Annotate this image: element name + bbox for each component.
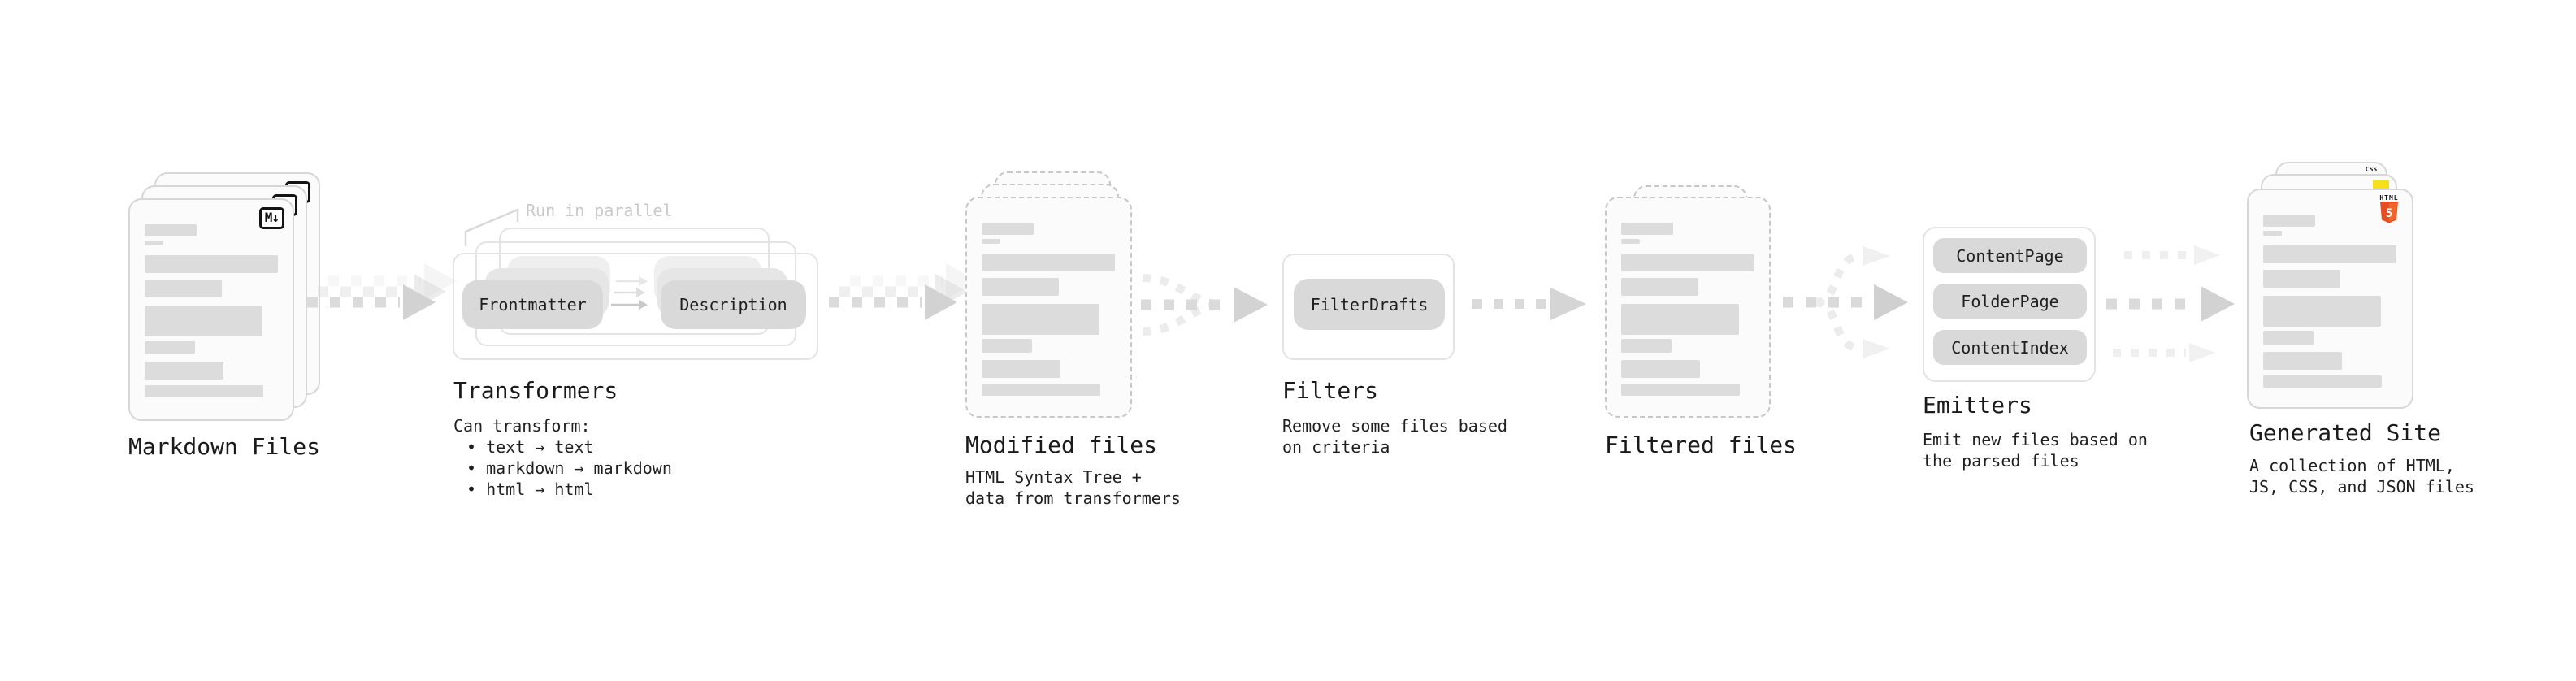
transformers-desc-line: Can transform:: [453, 416, 591, 436]
filtered-file-card-front: [1605, 197, 1771, 418]
placeholder-bar: [2263, 231, 2282, 236]
markdown-files-title: Markdown Files: [128, 433, 321, 460]
placeholder-bar: [145, 340, 195, 354]
placeholder-bar: [145, 362, 223, 380]
placeholder-bar: [145, 280, 222, 297]
placeholder-bar: [982, 384, 1100, 396]
folderpage-pill: FolderPage: [1933, 284, 2087, 319]
placeholder-bar: [1621, 223, 1673, 235]
placeholder-bar: [2263, 352, 2342, 370]
placeholder-bar: [145, 241, 163, 245]
run-in-parallel-annotation: Run in parallel: [526, 201, 673, 220]
arrow-emitters-to-site-icon: [2106, 245, 2235, 362]
modified-file-card-front: [965, 197, 1132, 418]
placeholder-bar: [982, 278, 1059, 296]
svg-text:5: 5: [2386, 207, 2392, 220]
description-pill: Description: [661, 280, 806, 329]
modified-files-description: HTML Syntax Tree + data from transformer…: [965, 466, 1181, 509]
modified-desc-line: HTML Syntax Tree +: [965, 467, 1142, 487]
markdown-icon: M↓: [258, 207, 284, 229]
site-desc-line: JS, CSS, and JSON files: [2249, 477, 2474, 497]
site-desc-line: A collection of HTML,: [2249, 456, 2455, 475]
html5-shield-icon: 5: [2380, 202, 2398, 223]
placeholder-bar: [982, 339, 1032, 353]
arrow-modified-to-filters-icon: [1141, 274, 1268, 336]
filters-description: Remove some files based on criteria: [1282, 415, 1507, 458]
html5-icon: HTML 5: [2375, 194, 2403, 227]
placeholder-bar: [2263, 270, 2340, 288]
generated-site-description: A collection of HTML, JS, CSS, and JSON …: [2249, 455, 2474, 497]
placeholder-bar: [982, 304, 1099, 335]
arrow-filters-to-filtered-icon: [1472, 288, 1586, 320]
annotation-leader-line-icon: [464, 208, 519, 246]
transformers-desc-line: • markdown → markdown: [466, 458, 672, 478]
emitters-title: Emitters: [1923, 392, 2032, 419]
filterdrafts-pill: FilterDrafts: [1294, 279, 1445, 330]
placeholder-bar: [982, 239, 1000, 244]
arrow-transformers-to-modified-icon: [829, 263, 978, 320]
transformers-frame-front: [453, 253, 818, 360]
filters-desc-line: on criteria: [1282, 437, 1390, 457]
placeholder-bar: [145, 306, 262, 336]
placeholder-bar: [1621, 339, 1672, 353]
placeholder-bar: [2263, 331, 2314, 345]
markdown-file-card-front: M↓: [128, 198, 294, 421]
placeholder-bar: [1621, 304, 1739, 335]
contentindex-pill: ContentIndex: [1933, 330, 2087, 365]
modified-desc-line: data from transformers: [965, 488, 1181, 508]
placeholder-bar: [2263, 245, 2396, 263]
placeholder-bar: [145, 385, 263, 397]
filters-title: Filters: [1282, 377, 1379, 404]
emitters-desc-line: Emit new files based on: [1923, 430, 2148, 449]
placeholder-bar: [1621, 254, 1754, 271]
placeholder-bar: [982, 223, 1034, 235]
placeholder-bar: [145, 224, 197, 236]
emitters-desc-line: the parsed files: [1923, 451, 2079, 471]
filters-desc-line: Remove some files based: [1282, 416, 1507, 436]
placeholder-bar: [2263, 215, 2315, 227]
arrow-markdown-to-transformers-icon: [307, 263, 457, 320]
transformers-title: Transformers: [453, 377, 618, 404]
placeholder-bar: [1621, 239, 1640, 244]
placeholder-bar: [1621, 278, 1698, 296]
frontmatter-pill: Frontmatter: [462, 280, 603, 329]
arrow-filtered-to-emitters-icon: [1783, 246, 1908, 358]
contentpage-pill: ContentPage: [1933, 238, 2087, 273]
site-file-card-html: HTML 5: [2247, 189, 2413, 409]
placeholder-bar: [2263, 375, 2382, 388]
placeholder-bar: [2263, 296, 2381, 327]
placeholder-bar: [982, 360, 1060, 378]
filtered-files-title: Filtered files: [1605, 432, 1798, 458]
generated-site-title: Generated Site: [2249, 419, 2442, 446]
transformers-desc-line: • html → html: [466, 479, 594, 499]
placeholder-bar: [982, 254, 1115, 271]
emitters-description: Emit new files based on the parsed files: [1923, 429, 2148, 471]
js-icon: [2373, 180, 2389, 191]
placeholder-bar: [1621, 360, 1700, 378]
transform-arrows-icon: [611, 276, 648, 310]
modified-files-title: Modified files: [965, 432, 1158, 458]
placeholder-bar: [1621, 384, 1740, 396]
transformers-desc-line: • text → text: [466, 437, 594, 457]
transformers-description: Can transform: • text → text • markdown …: [453, 415, 672, 500]
placeholder-bar: [145, 255, 278, 273]
